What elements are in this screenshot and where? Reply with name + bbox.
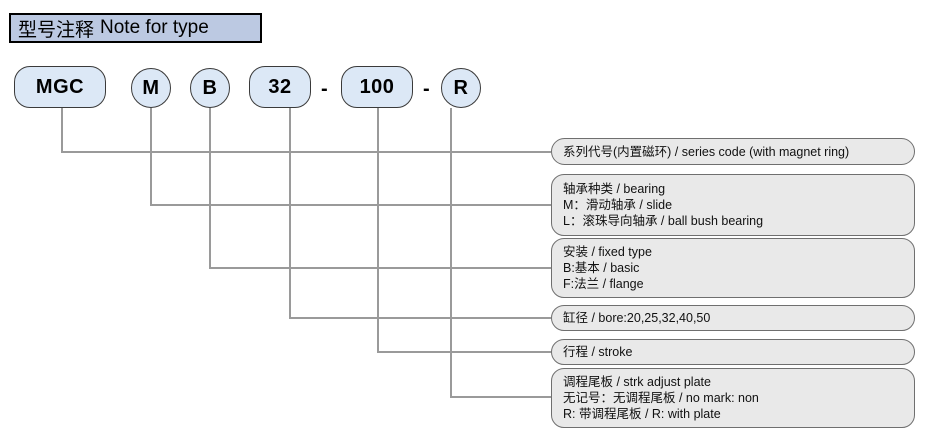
code-token-adjust-plate[interactable]: R bbox=[441, 68, 481, 108]
connector-hline-fixed-type bbox=[209, 267, 551, 269]
desc-line: 轴承种类 / bearing bbox=[563, 182, 666, 196]
desc-line: B:基本 / basic bbox=[563, 261, 640, 275]
code-token-adjust-plate-label: R bbox=[453, 76, 469, 99]
connector-vline-bearing bbox=[150, 108, 152, 205]
connector-hline-series bbox=[61, 151, 551, 153]
desc-line: R: 带调程尾板 / R: with plate bbox=[563, 407, 721, 421]
code-token-bore-label: 32 bbox=[268, 75, 292, 98]
page-title: 型号注释 Note for type bbox=[9, 13, 262, 43]
code-token-series[interactable]: MGC bbox=[14, 66, 106, 108]
code-token-fixed-type[interactable]: B bbox=[190, 68, 230, 108]
desc-box-bore: 缸径 / bore:20,25,32,40,50 bbox=[551, 305, 915, 331]
code-token-bearing-label: M bbox=[142, 76, 160, 99]
desc-line: 缸径 / bore:20,25,32,40,50 bbox=[563, 311, 711, 325]
connector-vline-bore bbox=[289, 108, 291, 318]
desc-box-stroke: 行程 / stroke bbox=[551, 339, 915, 365]
desc-line: 无记号：无调程尾板 / no mark: non bbox=[563, 391, 759, 405]
code-token-fixed-type-label: B bbox=[202, 76, 218, 99]
desc-line: F:法兰 / flange bbox=[563, 277, 644, 291]
desc-line: 行程 / stroke bbox=[563, 345, 633, 359]
connector-hline-bearing bbox=[150, 204, 551, 206]
desc-line: L：滚珠导向轴承 / ball bush bearing bbox=[563, 214, 764, 228]
connector-vline-adjust-plate bbox=[450, 108, 452, 398]
desc-line: 系列代号(内置磁环) / series code (with magnet ri… bbox=[563, 144, 850, 159]
desc-box-series-code: 系列代号(内置磁环) / series code (with magnet ri… bbox=[551, 138, 915, 165]
desc-line: 调程尾板 / strk adjust plate bbox=[563, 375, 711, 389]
connector-vline-stroke bbox=[377, 108, 379, 353]
page-title-cn: 型号注释 bbox=[18, 19, 95, 41]
desc-line: 安装 / fixed type bbox=[563, 245, 652, 259]
desc-box-adjust-plate: 调程尾板 / strk adjust plate 无记号：无调程尾板 / no … bbox=[551, 368, 915, 428]
connector-hline-bore bbox=[289, 317, 551, 319]
code-separator-1: - bbox=[321, 78, 328, 100]
code-token-series-label: MGC bbox=[35, 75, 85, 98]
code-separator-2: - bbox=[423, 78, 430, 100]
page-title-en: Note for type bbox=[100, 17, 209, 38]
code-token-stroke-label: 100 bbox=[359, 75, 395, 98]
code-token-bearing[interactable]: M bbox=[131, 68, 171, 108]
desc-box-fixed-type: 安装 / fixed type B:基本 / basic F:法兰 / flan… bbox=[551, 238, 915, 298]
connector-vline-series bbox=[61, 108, 63, 152]
connector-vline-fixed-type bbox=[209, 108, 211, 268]
desc-line: M：滑动轴承 / slide bbox=[563, 198, 673, 212]
connector-hline-stroke bbox=[377, 351, 551, 353]
desc-box-bearing: 轴承种类 / bearing M：滑动轴承 / slide L：滚珠导向轴承 /… bbox=[551, 174, 915, 236]
code-token-stroke[interactable]: 100 bbox=[341, 66, 413, 108]
code-token-bore[interactable]: 32 bbox=[249, 66, 311, 108]
connector-hline-adjust-plate bbox=[450, 396, 551, 398]
